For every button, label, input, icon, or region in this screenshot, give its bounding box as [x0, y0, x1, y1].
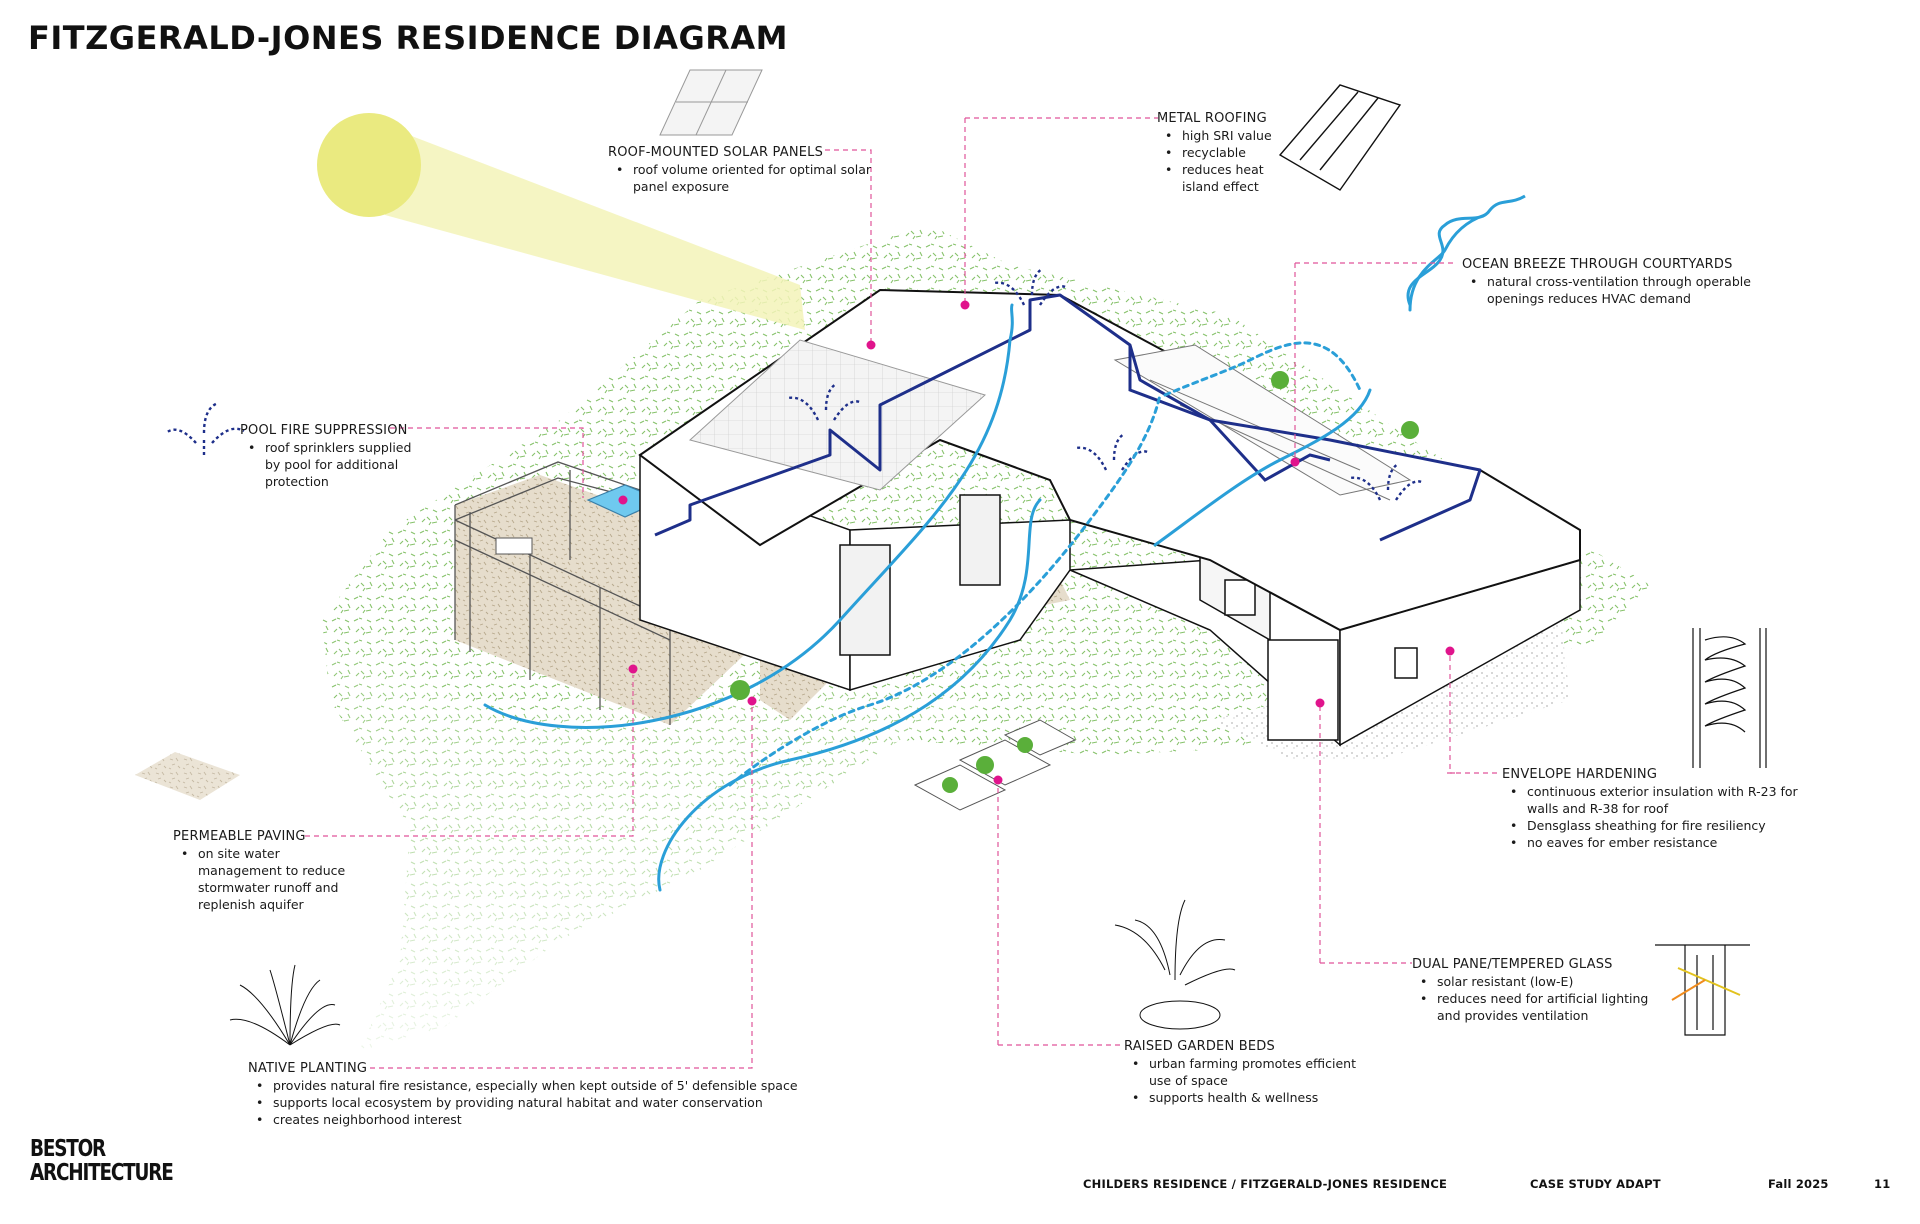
note-dual-pane: DUAL PANE/TEMPERED GLASS solar resistant…: [1412, 956, 1667, 1024]
bestor-architecture-logo: BESTOR ARCHITECTURE: [30, 1136, 174, 1199]
note-bullet: on site water management to reduce storm…: [181, 845, 363, 913]
note-heading: PERMEABLE PAVING: [173, 829, 306, 844]
note-bullet: urban farming promotes efficient use of …: [1132, 1055, 1374, 1089]
note-bullet: continuous exterior insulation with R-23…: [1510, 783, 1802, 817]
garden-plants-icon: [730, 371, 1419, 793]
note-bullet: supports health & wellness: [1132, 1089, 1374, 1106]
house-roof: [638, 288, 1581, 632]
note-ocean-breeze: OCEAN BREEZE THROUGH COURTYARDS natural …: [1462, 256, 1802, 307]
garden-beds: [913, 719, 1077, 811]
note-bullet: reduces need for artificial lighting and…: [1420, 990, 1667, 1024]
note-bullet: recyclable: [1165, 144, 1297, 161]
footer-page-number: 11: [1874, 1177, 1891, 1191]
note-metal-roofing: METAL ROOFING high SRI value recyclable …: [1157, 110, 1297, 195]
leader-dots: [618, 300, 1455, 785]
note-bullet: solar resistant (low-E): [1420, 973, 1667, 990]
note-bullet: Densglass sheathing for fire resiliency: [1510, 817, 1802, 834]
note-native: NATIVE PLANTING provides natural fire re…: [248, 1060, 868, 1128]
note-bullet: roof sprinklers supplied by pool for add…: [248, 439, 430, 490]
sprinkler-pipe-branch: [1128, 345, 1331, 482]
metal-roof-icon: [1278, 84, 1402, 191]
note-garden: RAISED GARDEN BEDS urban farming promote…: [1124, 1038, 1374, 1106]
note-envelope: ENVELOPE HARDENING continuous exterior i…: [1502, 766, 1802, 851]
note-heading: METAL ROOFING: [1157, 111, 1267, 126]
note-heading: ENVELOPE HARDENING: [1502, 767, 1658, 782]
note-solar: ROOF-MOUNTED SOLAR PANELS roof volume or…: [608, 144, 878, 195]
note-pool-fire: POOL FIRE SUPPRESSION roof sprinklers su…: [240, 422, 430, 490]
sun-icon: [317, 113, 421, 217]
note-bullet: roof volume oriented for optimal solar p…: [616, 161, 878, 195]
note-permeable: PERMEABLE PAVING on site water managemen…: [173, 828, 363, 913]
logo-line-2: ARCHITECTURE: [30, 1160, 174, 1186]
sun-ray-band: [370, 120, 805, 330]
note-bullet: creates neighborhood interest: [256, 1111, 868, 1128]
paving-texture-icon: [135, 752, 240, 800]
glass-section-icon: [1655, 944, 1750, 1036]
sprinkler-pipe: [654, 293, 1482, 542]
sprinkler-icon: [165, 401, 245, 456]
courtyard-skylights: [1113, 344, 1412, 496]
breeze-flow: [483, 213, 1487, 892]
note-heading: OCEAN BREEZE THROUGH COURTYARDS: [1462, 257, 1733, 272]
footer-term: Fall 2025: [1768, 1177, 1829, 1191]
note-bullet: natural cross-ventilation through operab…: [1470, 273, 1802, 307]
note-heading: DUAL PANE/TEMPERED GLASS: [1412, 957, 1613, 972]
note-bullet: supports local ecosystem by providing na…: [256, 1094, 868, 1111]
pool-bench: [495, 537, 533, 555]
logo-line-1: BESTOR: [30, 1136, 106, 1162]
site-fade: [322, 620, 1000, 1050]
page-title: FITZGERALD-JONES RESIDENCE DIAGRAM: [28, 19, 788, 57]
wave-breeze-icon: [1406, 194, 1526, 306]
note-heading: RAISED GARDEN BEDS: [1124, 1039, 1275, 1054]
note-bullet: no eaves for ember resistance: [1510, 834, 1802, 851]
note-bullet: provides natural fire resistance, especi…: [256, 1077, 868, 1094]
leader-lines: [305, 117, 1500, 1069]
note-bullet: high SRI value: [1165, 127, 1297, 144]
note-heading: ROOF-MOUNTED SOLAR PANELS: [608, 145, 824, 160]
agave-plant-icon: [229, 899, 1236, 1046]
note-bullet: reduces heat island effect: [1165, 161, 1297, 195]
note-heading: POOL FIRE SUPPRESSION: [240, 423, 408, 438]
footer-section: CASE STUDY ADAPT: [1530, 1177, 1661, 1191]
solar-array: [688, 339, 986, 491]
solar-panel-icon: [659, 69, 763, 136]
note-heading: NATIVE PLANTING: [248, 1061, 368, 1076]
footer-project: CHILDERS RESIDENCE / FITZGERALD-JONES RE…: [1083, 1177, 1448, 1191]
insulation-section-icon: [1692, 628, 1767, 768]
sun-ray-arrows: [1671, 967, 1741, 1001]
